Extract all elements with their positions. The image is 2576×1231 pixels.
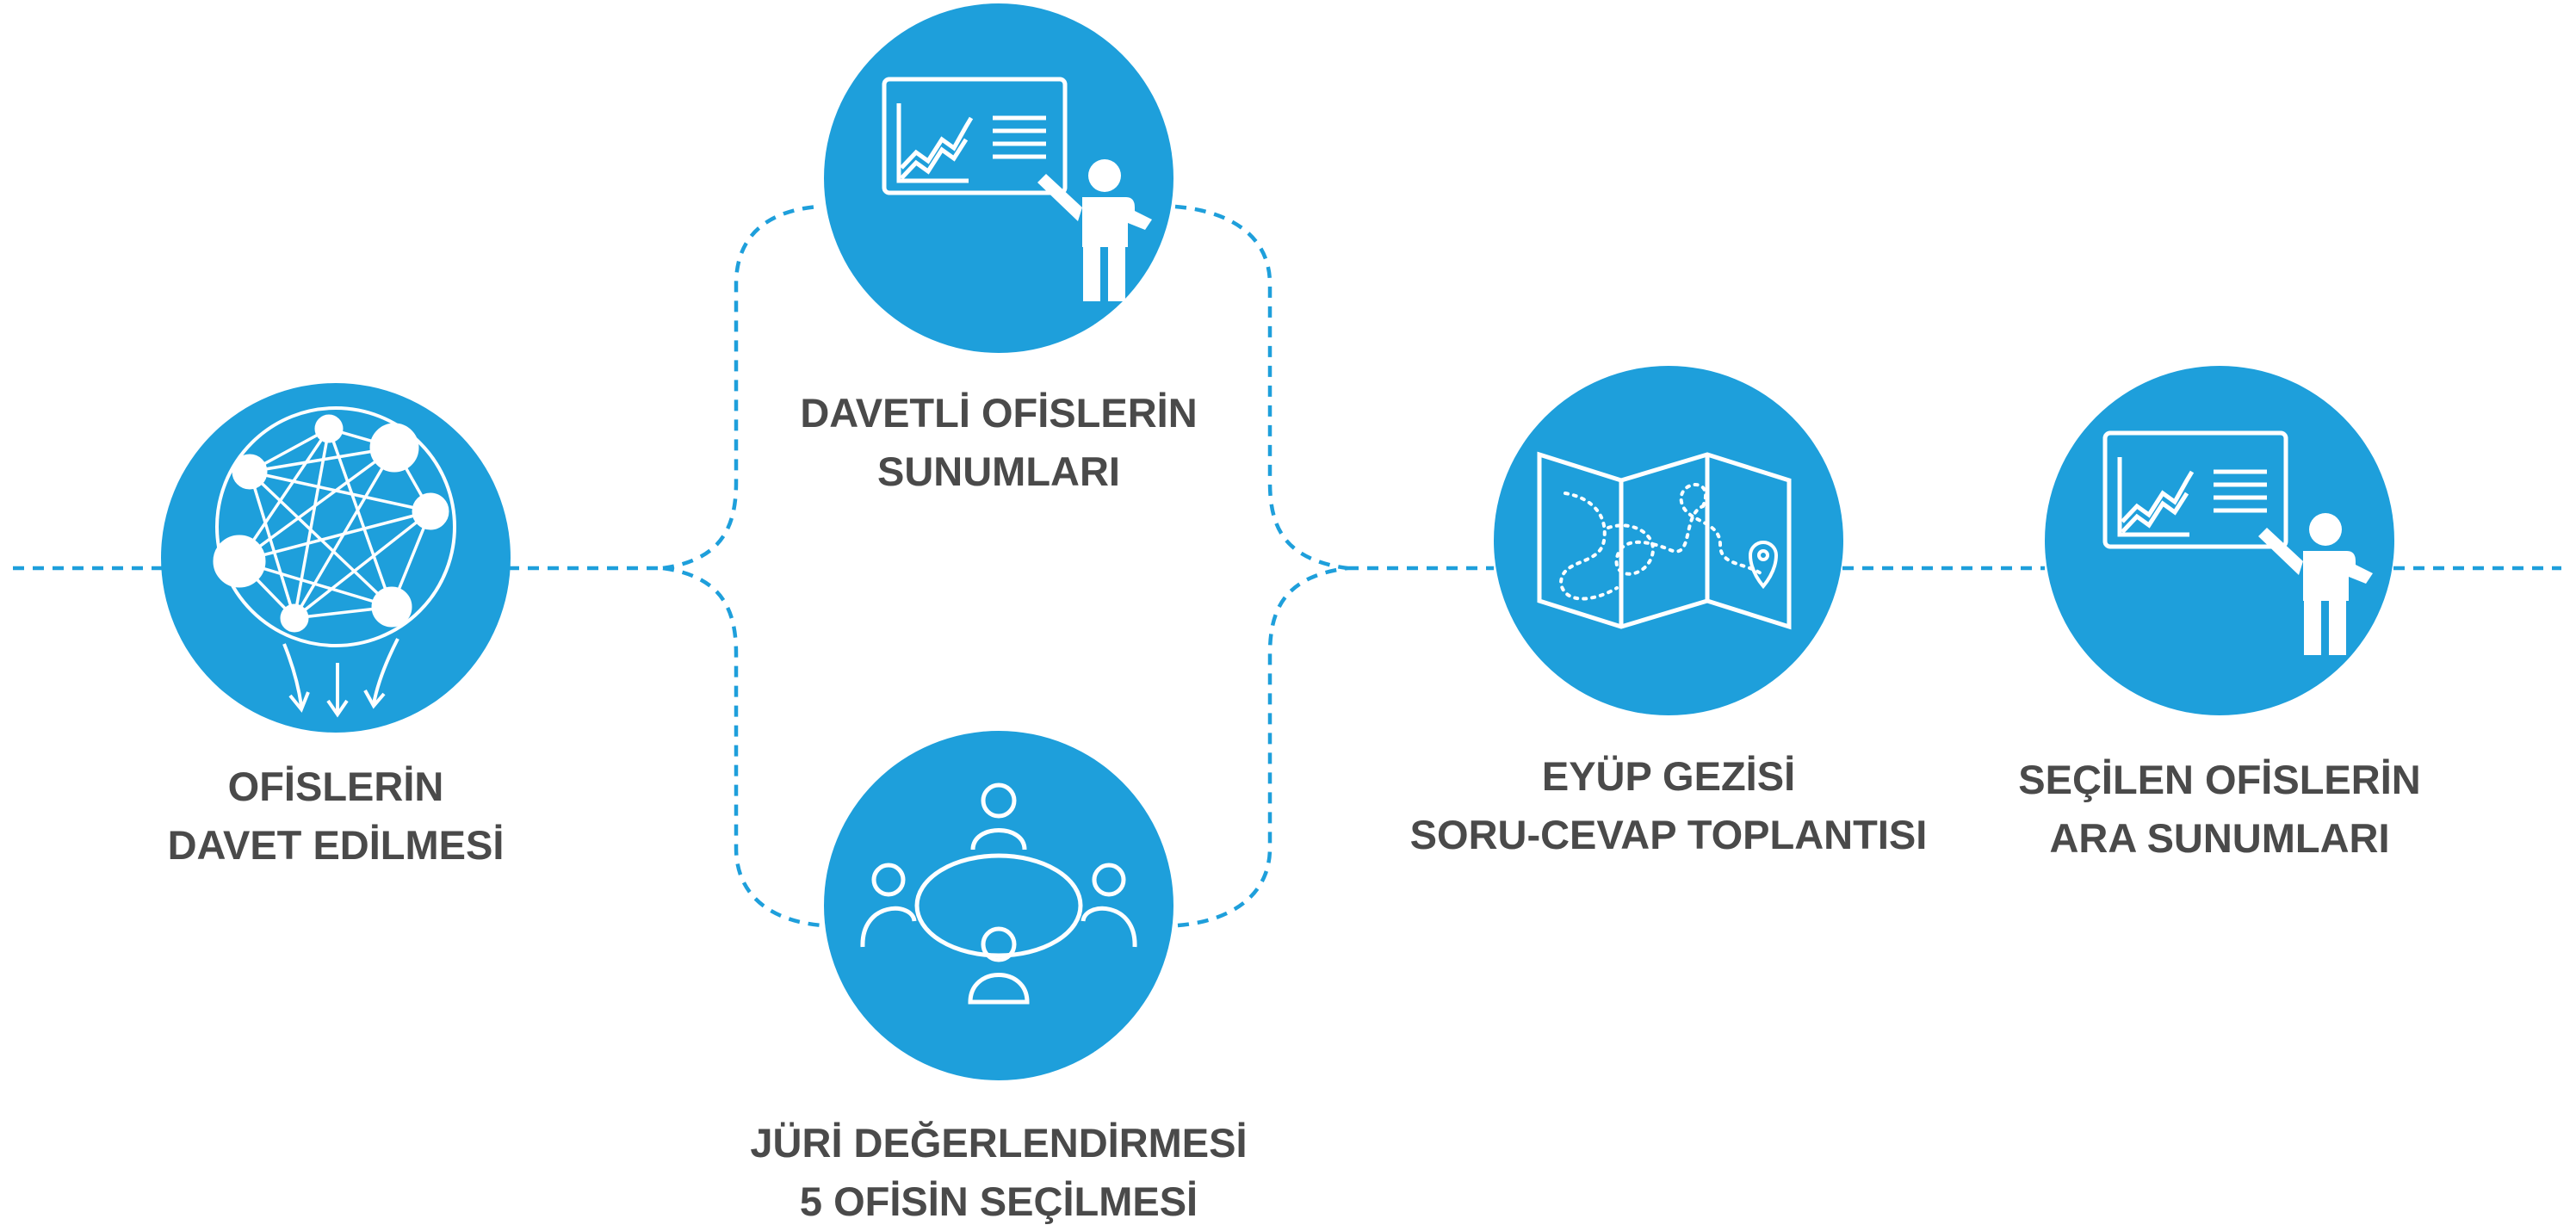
step-label-present-line-1: DAVETLİ OFİSLERİN — [800, 390, 1198, 436]
step-circle-trip — [1494, 366, 1843, 715]
step-label-invite: OFİSLERİN DAVET EDİLMESİ — [164, 758, 508, 875]
connector-merge-top — [1174, 204, 1348, 571]
connectors — [13, 204, 2561, 928]
step-label-interim-line-2: ARA SUNUMLARI — [2049, 815, 2390, 861]
step-circles — [161, 3, 2394, 1080]
step-label-present: DAVETLİ OFİSLERİN SUNUMLARI — [758, 384, 1240, 501]
step-label-jury: JÜRİ DEĞERLENDİRMESİ 5 OFİSİN SEÇİLMESİ — [723, 1114, 1274, 1231]
presentation-icon — [882, 77, 1152, 301]
step-label-interim: SEÇİLEN OFİSLERİN ARA SUNUMLARI — [1987, 751, 2452, 868]
step-label-trip-line-2: SORU-CEVAP TOPLANTISI — [1409, 812, 1928, 857]
network-icon — [213, 406, 456, 718]
meeting-table-icon — [860, 783, 1137, 1005]
step-label-jury-line-2: 5 OFİSİN SEÇİLMESİ — [799, 1178, 1198, 1224]
connector-branch-bottom — [662, 566, 823, 928]
presentation-icon-2 — [2102, 430, 2373, 655]
map-icon — [1537, 451, 1792, 630]
step-label-jury-line-1: JÜRİ DEĞERLENDİRMESİ — [750, 1120, 1248, 1166]
step-label-invite-line-2: DAVET EDİLMESİ — [167, 822, 505, 868]
step-label-trip-line-1: EYÜP GEZİSİ — [1541, 753, 1796, 799]
connector-branch-top — [662, 204, 819, 571]
step-label-invite-line-1: OFİSLERİN — [227, 764, 444, 809]
step-circle-jury — [824, 731, 1173, 1080]
step-label-interim-line-1: SEÇİLEN OFİSLERİN — [2018, 757, 2421, 802]
step-label-trip: EYÜP GEZİSİ SORU-CEVAP TOPLANTISI — [1384, 747, 1953, 864]
connector-merge-bottom — [1177, 566, 1348, 928]
step-label-present-line-2: SUNUMLARI — [877, 448, 1120, 494]
step-circle-interim — [2045, 366, 2394, 715]
